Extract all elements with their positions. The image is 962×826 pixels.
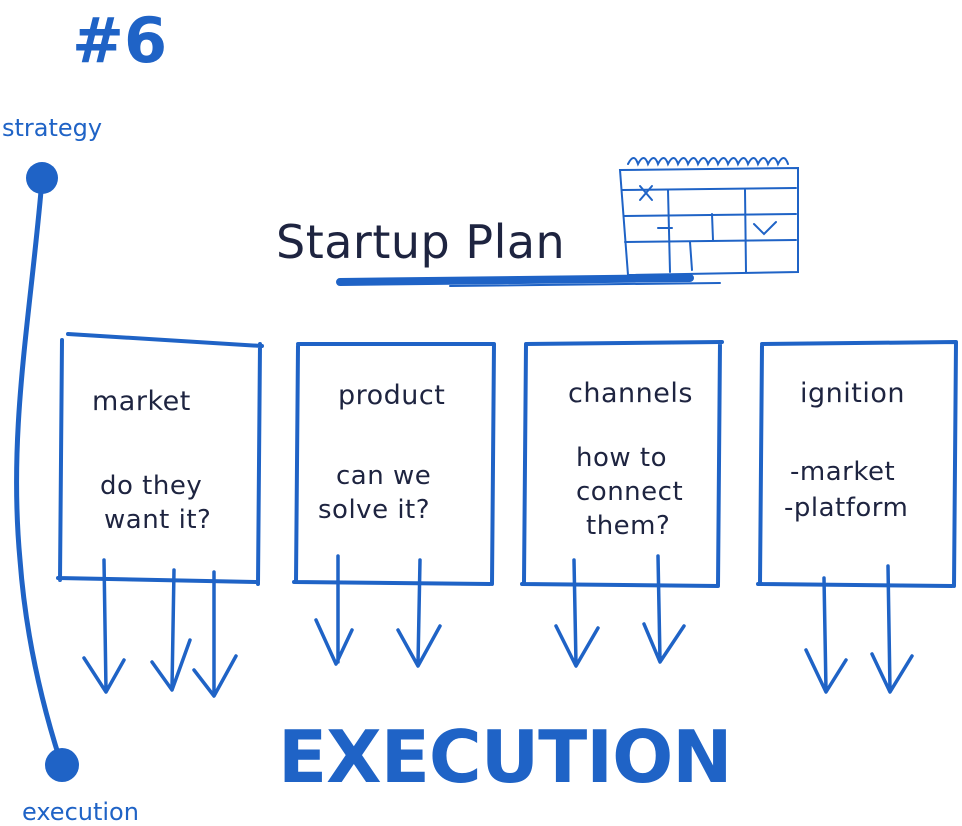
arrow-down-icon <box>870 564 914 694</box>
title-underline <box>336 274 694 286</box>
card-market: market do they want it? <box>56 332 264 586</box>
arrow-down-icon <box>314 554 354 666</box>
arrow-down-icon <box>804 576 848 694</box>
card-product-title: product <box>338 380 445 411</box>
card-ignition-line-2: -platform <box>784 493 908 523</box>
axis-line <box>14 177 63 763</box>
execution-node <box>45 748 79 782</box>
arrow-down-icon <box>642 554 686 664</box>
diagram-number: #6 <box>72 4 167 77</box>
card-product-line-1: can we <box>336 461 431 491</box>
execution-label: execution <box>22 798 139 826</box>
calendar-icon <box>618 157 799 277</box>
arrow-down-icon <box>554 558 600 668</box>
arrow-down-icon <box>396 558 442 668</box>
card-channels-line-1: how to <box>576 443 667 473</box>
arrow-down-icon <box>82 558 126 694</box>
card-ignition: ignition -market -platform <box>756 340 958 588</box>
strategy-node <box>26 162 58 194</box>
card-product-line-2: solve it? <box>318 495 430 525</box>
arrow-down-icon <box>150 568 192 692</box>
card-channels-line-2: connect <box>576 477 683 507</box>
card-ignition-line-1: -market <box>790 457 895 487</box>
execution-arrows <box>82 554 914 698</box>
card-market-line-2: want it? <box>104 505 211 535</box>
page-title: Startup Plan <box>276 215 565 269</box>
card-market-title: market <box>92 386 191 417</box>
strategy-label: strategy <box>2 114 102 142</box>
card-channels-line-3: them? <box>586 511 670 541</box>
card-ignition-title: ignition <box>800 378 905 409</box>
strategy-execution-axis: strategy execution <box>2 114 139 826</box>
title-underline-accent <box>449 282 721 287</box>
card-channels: channels how to connect them? <box>520 340 724 588</box>
card-market-line-1: do they <box>100 471 202 501</box>
card-channels-title: channels <box>568 378 693 409</box>
card-product: product can we solve it? <box>292 342 496 586</box>
execution-heading: EXECUTION <box>278 715 732 799</box>
startup-plan-title-group: Startup Plan <box>276 215 721 287</box>
arrow-down-icon <box>192 570 238 698</box>
